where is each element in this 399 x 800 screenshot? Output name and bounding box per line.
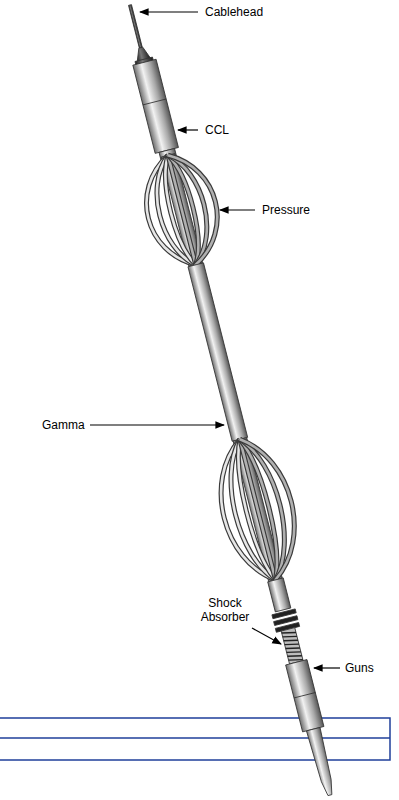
bow-spring-strip — [168, 147, 229, 265]
part-label: Pressure — [262, 203, 310, 217]
leader-arrows — [90, 12, 340, 668]
blue-frame — [0, 718, 390, 760]
bow-spring-strip — [206, 439, 275, 588]
part-label: Gamma — [42, 418, 85, 432]
bow-spring-strip — [206, 439, 275, 588]
spring-coil — [287, 649, 301, 655]
tool-body — [97, 0, 364, 800]
bow-spring-strip — [240, 431, 309, 580]
spring-coil — [284, 637, 298, 643]
spring-coil — [283, 633, 297, 639]
bow-spring-strip — [218, 439, 276, 585]
part-label: Cablehead — [205, 5, 263, 19]
spring-coil — [288, 653, 302, 659]
part-label: Guns — [345, 661, 374, 675]
spring-coil — [285, 641, 299, 647]
part-label: Shock Absorber — [185, 596, 265, 624]
bow-spring-strip — [240, 431, 309, 580]
bow-spring-strip — [218, 439, 276, 585]
bow-spring-strip — [168, 147, 229, 265]
part-label: CCL — [205, 123, 229, 137]
spring-coil — [282, 630, 296, 636]
spring-coil — [286, 645, 300, 651]
